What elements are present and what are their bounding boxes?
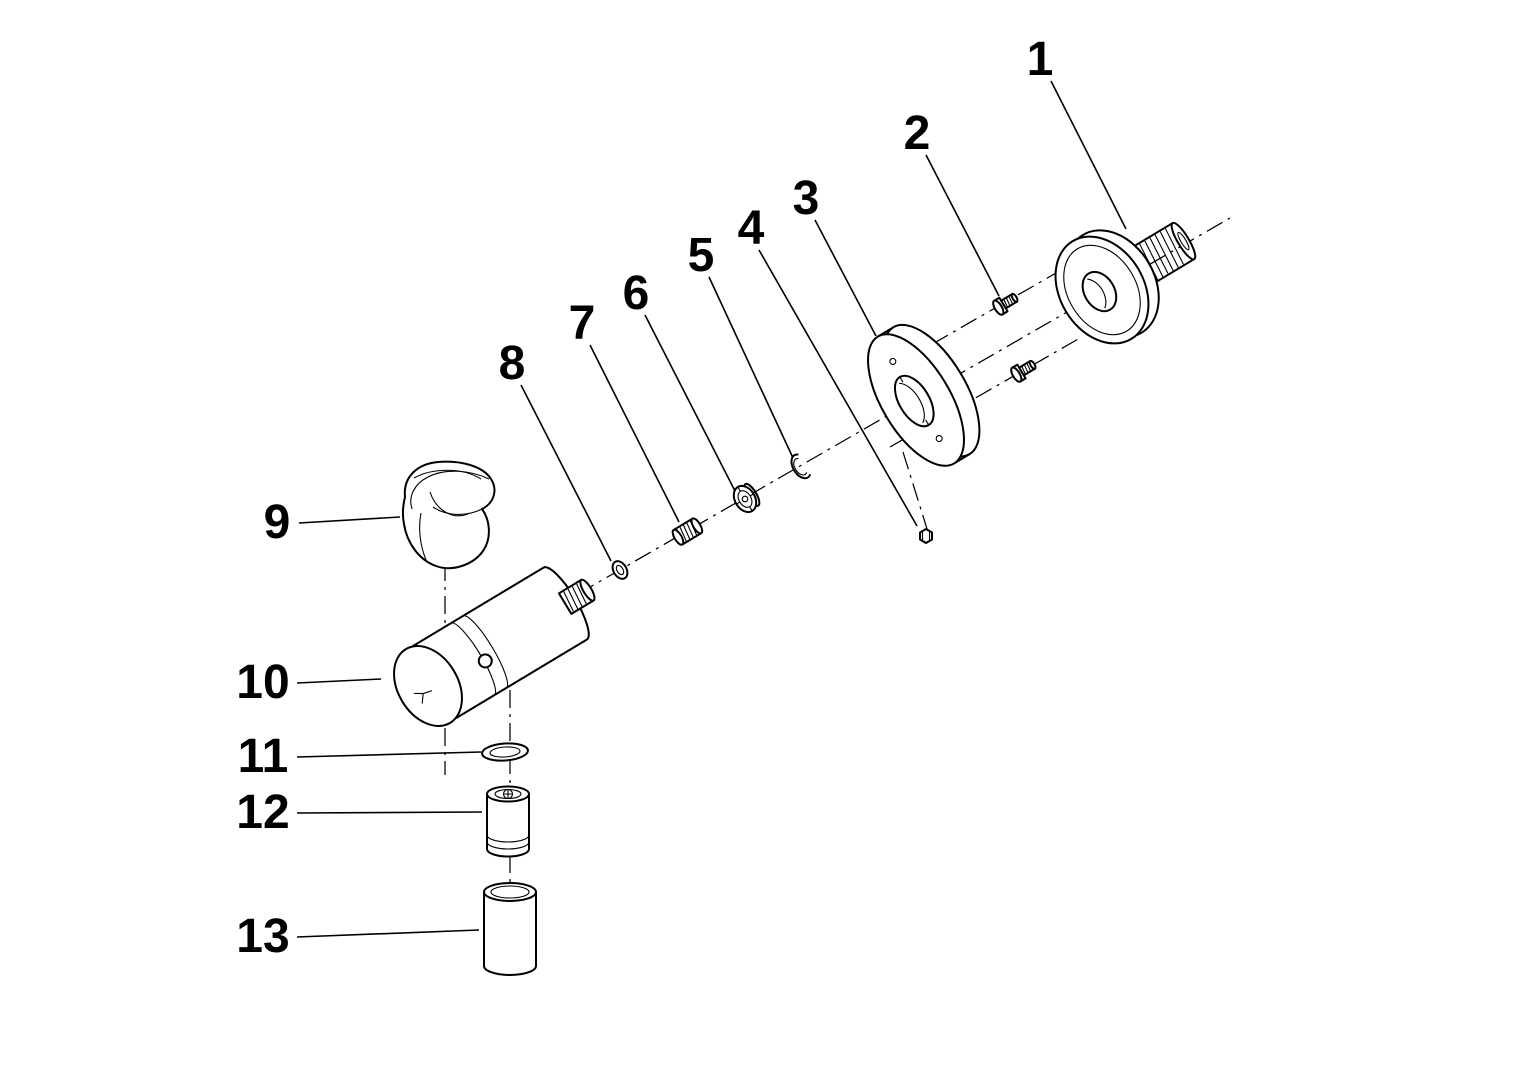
callout-label-12: 12: [236, 786, 289, 839]
callout-leader-12: [296, 811, 483, 814]
callout-leader-9: [298, 516, 401, 524]
part-9-handshower-holder: [401, 460, 496, 570]
callout-label-1: 1: [1027, 33, 1054, 86]
part-5-snap-ring: [790, 453, 812, 480]
callout-label-8: 8: [499, 337, 526, 390]
callout-label-11: 11: [238, 730, 289, 783]
part-4-set-screw: [919, 528, 933, 544]
callout-leader-13: [296, 929, 480, 938]
part-13-sleeve-cap: [483, 882, 537, 976]
part-10-valve-body: [393, 566, 596, 727]
callout-leader-2: [925, 154, 1000, 297]
callout-label-6: 6: [623, 267, 650, 320]
callout-leader-6: [644, 314, 736, 492]
callout-leader-4: [758, 249, 918, 527]
set-screw-centerline: [902, 451, 929, 533]
callout-label-3: 3: [793, 172, 820, 225]
callout-label-2: 2: [904, 107, 931, 160]
part-11-o-ring-large: [481, 742, 529, 762]
callout-label-5: 5: [688, 229, 715, 282]
part-2-mounting-screw-lower: [1010, 359, 1037, 383]
part-3-escutcheon-plate: [867, 323, 981, 467]
callout-label-9: 9: [264, 496, 291, 549]
callout-label-10: 10: [236, 656, 289, 709]
part-7-threaded-nipple: [671, 517, 704, 546]
callout-leader-11: [296, 751, 482, 758]
callout-label-7: 7: [569, 297, 596, 350]
callout-label-13: 13: [236, 910, 289, 963]
part-1-wall-union: [1054, 221, 1197, 345]
callout-leader-5: [708, 276, 794, 459]
callout-leader-10: [296, 678, 382, 684]
callout-leader-3: [814, 219, 877, 337]
callout-label-4: 4: [738, 202, 765, 255]
callout-leader-8: [520, 384, 612, 562]
callout-leader-7: [589, 344, 680, 523]
part-8-o-ring-small: [611, 560, 629, 580]
part-6-backflow-preventer: [732, 482, 761, 514]
part-12-valve-cartridge: [486, 785, 530, 858]
part-2-mounting-screw-upper: [992, 292, 1019, 316]
callout-leader-1: [1050, 80, 1127, 230]
